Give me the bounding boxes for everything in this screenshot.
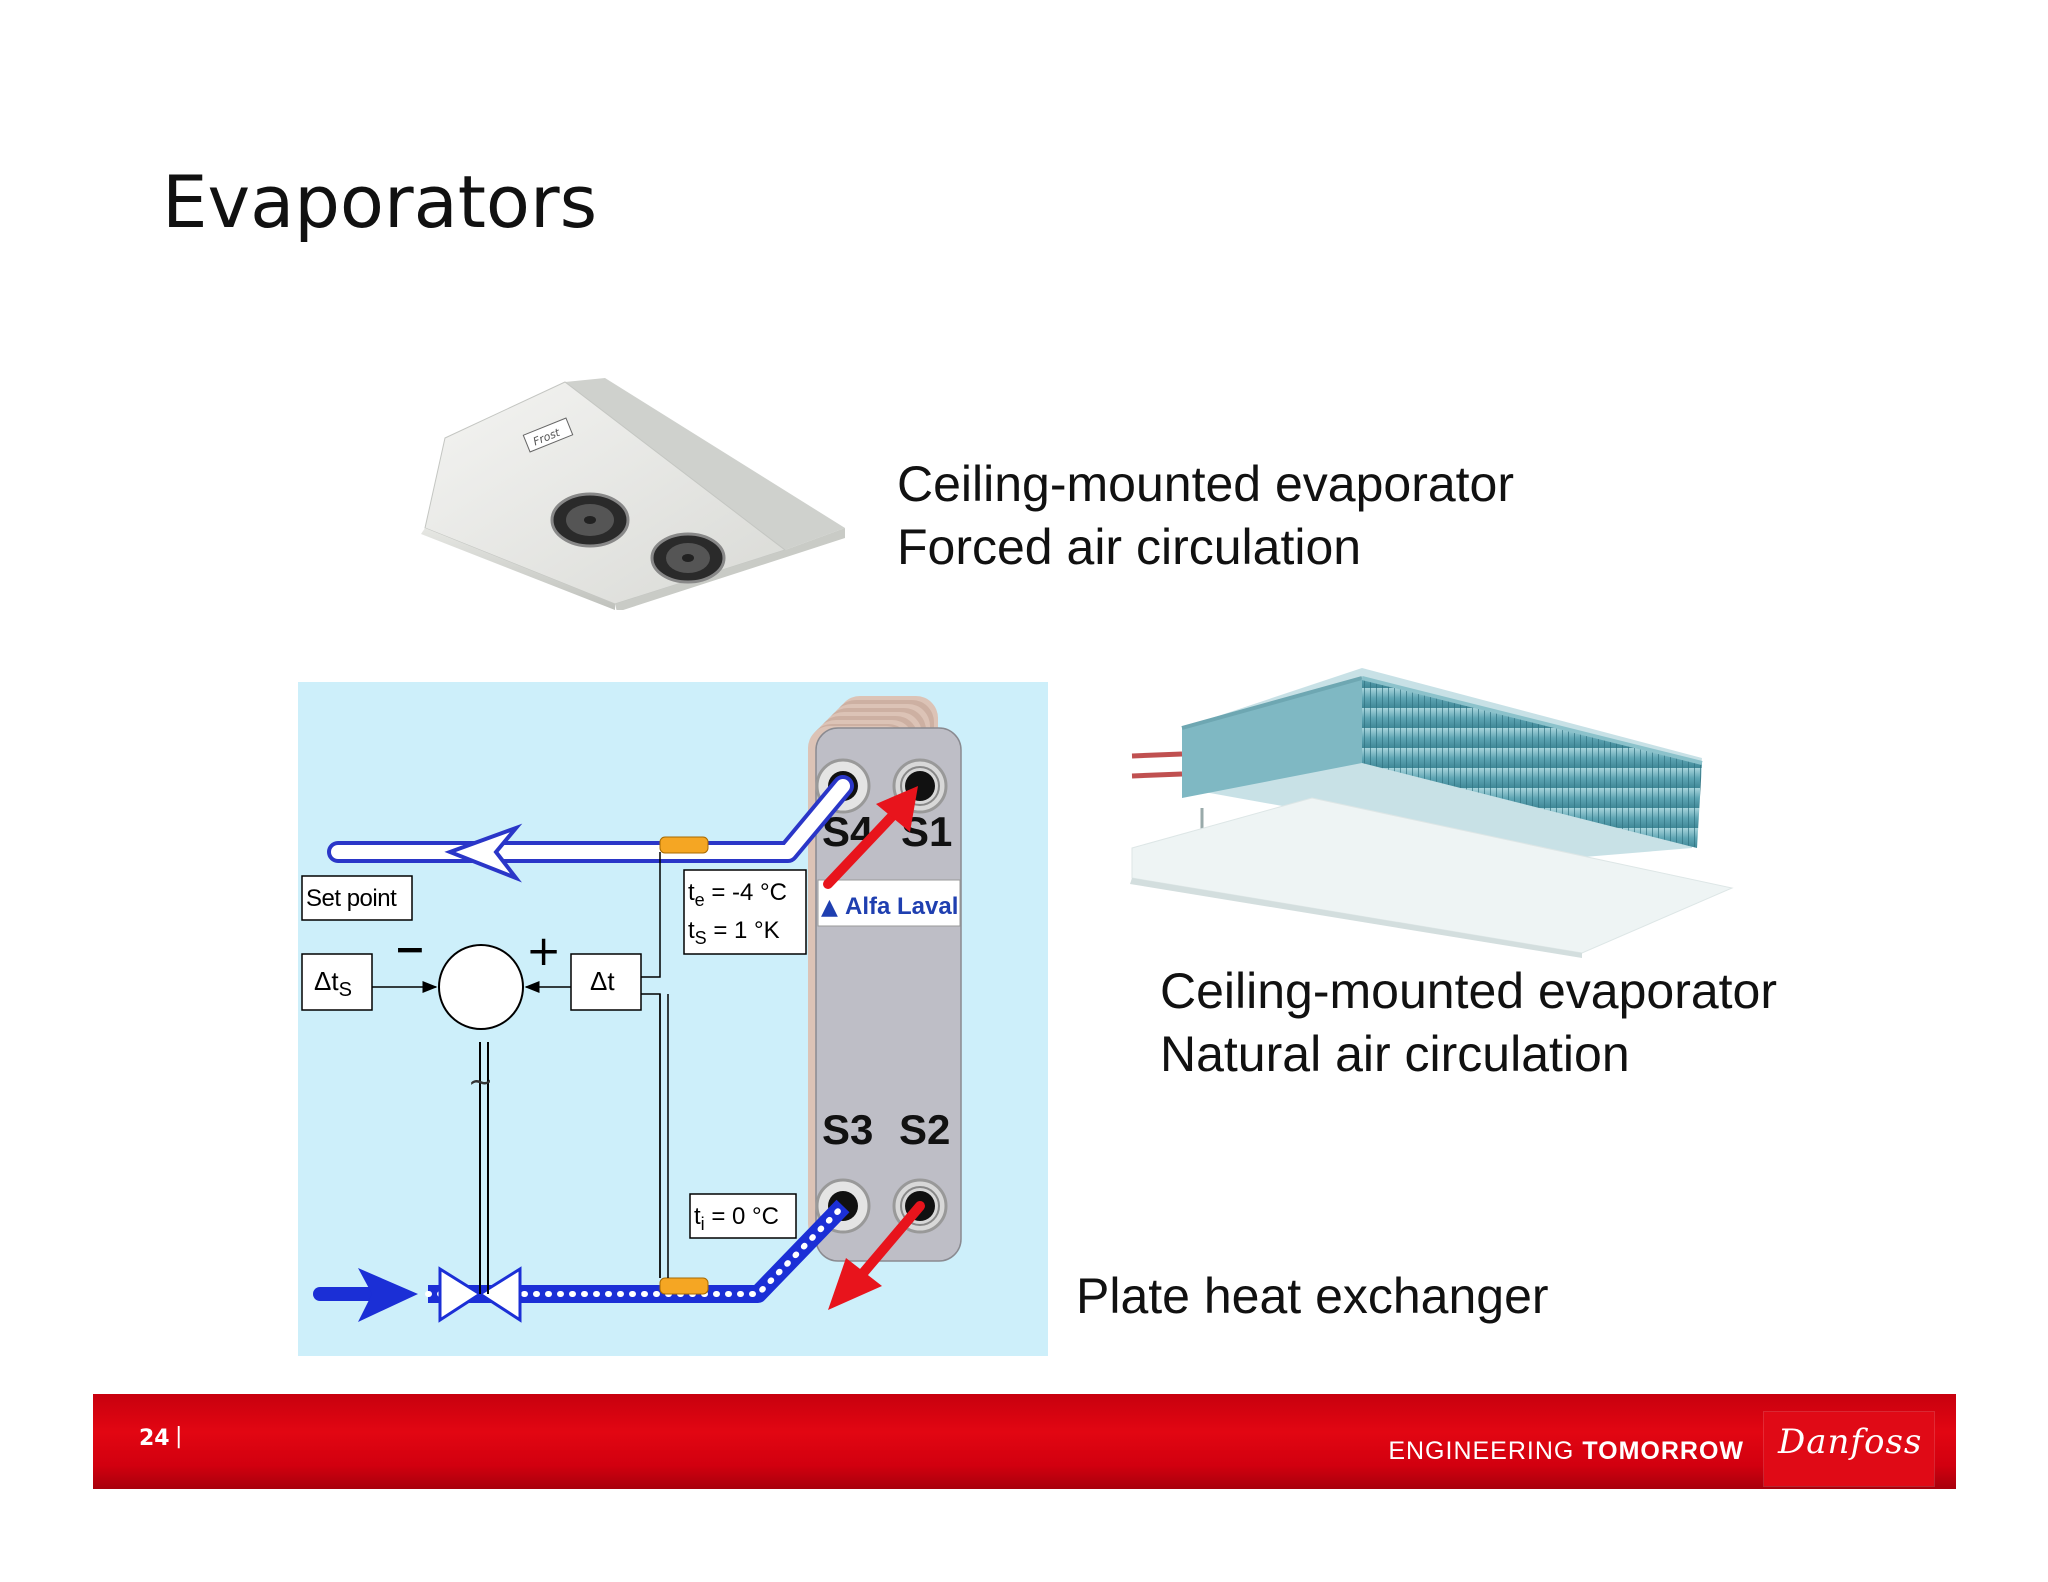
plus-sign: + [526, 926, 561, 975]
delta-t-label: Δt [590, 966, 615, 996]
footer-bar: 24 | ENGINEERING TOMORROW Danfoss [93, 1394, 1956, 1489]
footer-tagline: ENGINEERING TOMORROW [1388, 1437, 1744, 1466]
ti-label: ti = 0 °C [694, 1203, 779, 1234]
minus-sign: − [394, 927, 426, 971]
natural-air-evaporator-photo [1130, 668, 1734, 958]
sensor-signal-top [641, 852, 661, 978]
alfa-laval-label: Alfa Laval [845, 893, 958, 920]
te-ts-box [683, 869, 807, 955]
sensor-top [659, 836, 709, 854]
tagline-light: ENGINEERING [1388, 1437, 1583, 1465]
sensor-bottom [659, 1277, 709, 1295]
caption-natural-line2: Natural air circulation [1160, 1026, 1630, 1082]
slide-title: Evaporators [162, 160, 598, 244]
alfa-laval-badge [817, 879, 961, 927]
forced-air-evaporator-photo: Frost [421, 378, 845, 610]
tagline-bold: TOMORROW [1582, 1437, 1744, 1465]
plate-heat-exchanger-diagram: S4 S1 S3 S2 ▲ Alfa Laval ~ − + Set point… [298, 682, 1048, 1356]
set-point-label: Set point [306, 885, 397, 912]
ts-label: tS = 1 °K [688, 917, 780, 948]
page-separator: | [175, 1424, 183, 1449]
caption-natural-line1: Ceiling-mounted evaporator [1160, 963, 1778, 1019]
port-label-s3: S3 [822, 1106, 873, 1153]
te-label: te = -4 °C [688, 879, 787, 910]
alfa-laval-icon: ▲ [821, 895, 838, 920]
tilde-symbol: ~ [468, 1065, 493, 1100]
ti-box [689, 1193, 797, 1239]
controller-circle [438, 944, 524, 1030]
caption-plate-line1: Plate heat exchanger [1076, 1268, 1549, 1324]
delta-t-box [570, 953, 642, 1011]
inlet-arrow-icon [358, 1268, 418, 1322]
danfoss-logo-text: Danfoss [1778, 1422, 1923, 1462]
caption-forced-line1: Ceiling-mounted evaporator [897, 456, 1515, 512]
caption-natural-air: Ceiling-mounted evaporator Natural air c… [1160, 960, 1777, 1086]
expansion-valve-icon [438, 1042, 522, 1323]
caption-forced-line2: Forced air circulation [897, 519, 1362, 575]
delta-ts-label: ΔtS [314, 966, 352, 1001]
port-label-s2: S2 [899, 1106, 950, 1153]
page-number: 24 [139, 1426, 170, 1451]
set-point-box [301, 875, 413, 921]
refrigerant-flow-arrow-in [823, 786, 918, 889]
delta-ts-box [301, 953, 373, 1011]
suction-flow-arrow [444, 823, 523, 883]
caption-plate-heat-exchanger: Plate heat exchanger [1076, 1265, 1549, 1328]
refrigerant-flow-arrow-out [828, 1201, 925, 1310]
caption-forced-air: Ceiling-mounted evaporator Forced air ci… [897, 453, 1514, 579]
danfoss-logo: Danfoss [1764, 1412, 1934, 1486]
